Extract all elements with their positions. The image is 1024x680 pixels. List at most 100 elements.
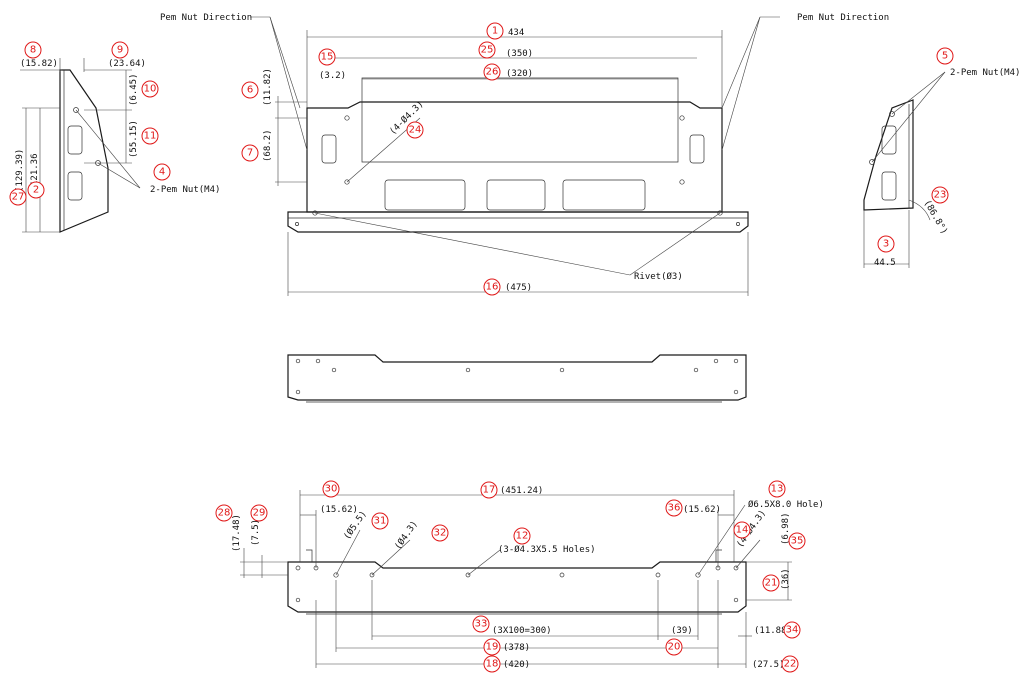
dim-378: (378) [503,643,530,653]
svg-text:9: 9 [117,45,123,56]
pem-nut-left-label: 2-Pem Nut(M4) [150,185,220,195]
balloons: 1 2 3 4 5 6 7 8 9 10 11 12 13 14 15 16 1… [9,22,954,673]
svg-text:26: 26 [486,67,499,78]
balloon-19: 19 [483,638,501,656]
balloon-9: 9 [111,41,129,59]
dim-6-45: (6.45) [129,73,139,106]
dim-44-5: 44.5 [874,258,896,268]
balloon-15: 15 [318,48,336,66]
svg-text:33: 33 [475,619,488,630]
balloon-25: 25 [478,41,496,59]
svg-text:23: 23 [934,190,947,201]
balloon-20: 20 [665,638,683,656]
balloon-32: 32 [431,524,449,542]
svg-text:27: 27 [12,192,25,203]
balloon-10: 10 [141,80,159,98]
dim-27-5: (27.5) [752,660,785,670]
svg-text:12: 12 [516,531,529,542]
dim-11-88: (11.88) [754,626,792,636]
svg-text:19: 19 [486,642,499,653]
balloon-24: 24 [406,121,424,139]
rivet-label: Rivet(Ø3) [634,271,683,282]
svg-text:31: 31 [374,516,387,527]
svg-text:16: 16 [486,282,499,293]
balloon-12: 12 [513,527,531,545]
balloon-27: 27 [9,188,27,206]
right-side-view [863,71,946,268]
balloon-8: 8 [24,41,42,59]
left-side-view [20,58,141,233]
svg-text:29: 29 [253,508,266,519]
svg-text:5: 5 [942,51,948,62]
svg-text:17: 17 [483,485,496,496]
svg-text:30: 30 [325,484,338,495]
svg-text:8: 8 [30,45,36,56]
svg-text:24: 24 [409,125,422,136]
dim-420: (420) [503,660,530,670]
balloon-6: 6 [241,81,259,99]
svg-text:35: 35 [791,536,804,547]
dim-15-82: (15.82) [20,59,58,69]
dim-434: 434 [508,28,524,38]
dim-475: (475) [505,283,532,293]
balloon-11: 11 [141,127,159,145]
svg-text:1: 1 [492,26,498,37]
svg-text:4: 4 [159,167,165,178]
pem-nut-right-label: 2-Pem Nut(M4) [950,68,1020,78]
balloon-3: 3 [877,235,895,253]
dim-121-36: 121.36 [30,153,40,186]
svg-text:34: 34 [786,625,799,636]
dim-129-39: (129.39) [15,149,25,192]
bottom-view [240,490,792,668]
dim-4-3: (Ø4.3) [392,519,420,552]
dim-3x100: (3X100=300) [492,626,552,636]
svg-text:2: 2 [33,185,39,196]
balloon-7: 7 [241,144,259,162]
balloon-21: 21 [762,574,780,592]
svg-text:25: 25 [481,45,494,56]
middle-view [287,354,747,403]
pem-direction-right-label: Pem Nut Direction [797,13,889,23]
dim-11-82: (11.82) [263,68,273,106]
balloon-18: 18 [483,655,501,673]
svg-text:15: 15 [321,52,334,63]
balloon-31: 31 [371,512,389,530]
balloon-5: 5 [936,47,954,65]
dim-55-15: (55.15) [129,120,139,158]
balloon-35: 35 [788,532,806,550]
svg-text:6: 6 [247,85,253,96]
dim-451-24: (451.24) [500,486,543,496]
dim-23-64: (23.64) [108,59,146,69]
balloon-36: 36 [665,499,683,517]
dim-17-48: (17.48) [232,514,242,552]
dim-68-2: (68.2) [263,129,273,162]
balloon-22: 22 [781,655,799,673]
svg-text:13: 13 [771,484,784,495]
balloon-26: 26 [483,63,501,81]
dim-15-62-left: (15.62) [320,505,358,515]
svg-text:22: 22 [784,659,797,670]
dim-angle: (86.8°) [921,199,949,237]
balloon-29: 29 [250,504,268,522]
dim-hole-6-5: Ø6.5X8.0 Hole) [748,499,824,510]
dim-350: (350) [506,49,533,59]
svg-text:28: 28 [218,508,231,519]
front-view [250,16,780,296]
dim-3-2: (3.2) [319,71,346,81]
svg-text:11: 11 [144,131,157,142]
balloon-14: 14 [733,521,751,539]
balloon-33: 33 [472,615,490,633]
svg-text:36: 36 [668,503,681,514]
dim-320: (320) [506,69,533,79]
svg-text:14: 14 [736,525,749,536]
dim-36: (36) [781,568,791,590]
svg-text:20: 20 [668,642,681,653]
svg-text:18: 18 [486,659,499,670]
svg-text:3: 3 [883,239,889,250]
svg-text:10: 10 [144,84,157,95]
dim-7-5: (7.5) [251,519,261,546]
balloon-28: 28 [215,504,233,522]
balloon-16: 16 [483,278,501,296]
balloon-2: 2 [27,181,45,199]
